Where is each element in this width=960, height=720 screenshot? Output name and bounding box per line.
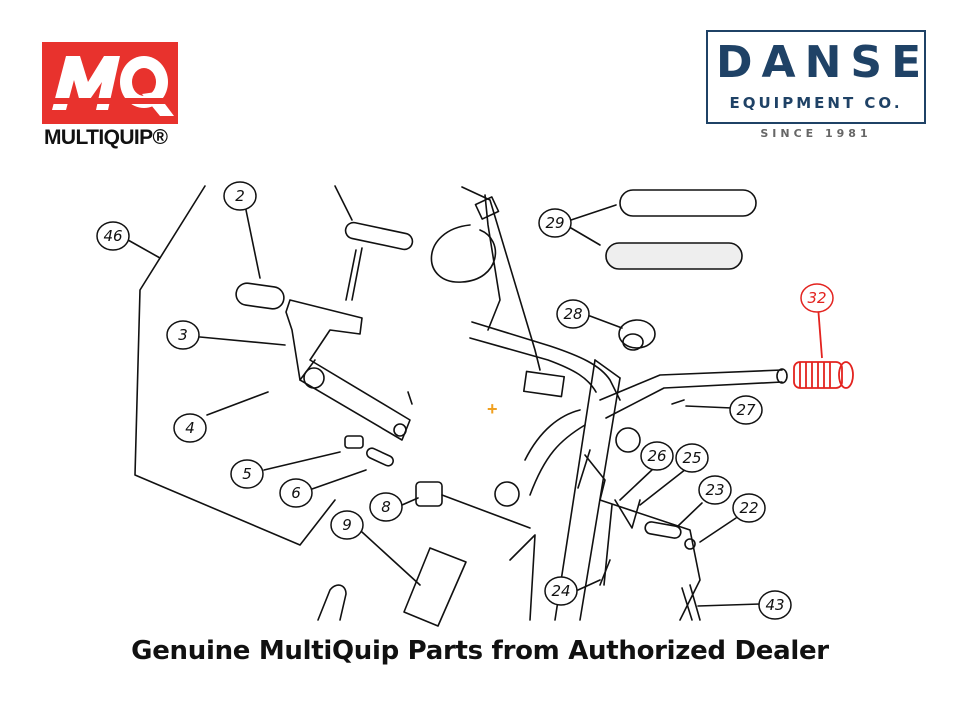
- callout-6: 6: [279, 478, 313, 508]
- callout-circle: [173, 413, 207, 443]
- callout-label: 43: [765, 596, 784, 614]
- callout-3: 3: [166, 320, 200, 350]
- callout-24: 24: [544, 576, 578, 606]
- callout-5: 5: [230, 459, 264, 489]
- callout-circle: [732, 493, 766, 523]
- callout-9: 9: [330, 510, 364, 540]
- callout-32: 32: [800, 283, 834, 313]
- highlighted-part-32: [793, 305, 854, 389]
- multiquip-wordmark: MULTIQUIP®: [44, 126, 168, 149]
- callout-label: 3: [178, 326, 188, 344]
- center-marker: +: [487, 399, 498, 419]
- callout-label: 28: [563, 305, 582, 323]
- callout-8: 8: [369, 492, 403, 522]
- footer-tagline: Genuine MultiQuip Parts from Authorized …: [131, 636, 829, 666]
- callout-circle: [369, 492, 403, 522]
- danse-logo-title: DANSE: [716, 37, 931, 88]
- callout-circle: [166, 320, 200, 350]
- callout-4: 4: [173, 413, 207, 443]
- callout-label: 22: [739, 499, 758, 517]
- callout-label: 46: [103, 227, 122, 245]
- callout-29: 29: [538, 208, 572, 238]
- callout-2: 2: [223, 181, 257, 211]
- callout-label: 26: [647, 447, 666, 465]
- callout-25: 25: [675, 443, 709, 473]
- callout-circle: [556, 299, 590, 329]
- callout-label: 2: [235, 187, 245, 205]
- callout-circle: [330, 510, 364, 540]
- callout-label: 23: [705, 481, 724, 499]
- callout-43: 43: [758, 590, 792, 620]
- multiquip-logo-mark: [42, 42, 178, 124]
- callout-26: 26: [640, 441, 674, 471]
- callout-circle: [279, 478, 313, 508]
- callout-circle: [758, 590, 792, 620]
- callout-label: 25: [682, 449, 701, 467]
- callout-28: 28: [556, 299, 590, 329]
- callout-label: 8: [381, 498, 391, 516]
- callout-label: 9: [342, 516, 352, 534]
- callout-label: 5: [242, 465, 252, 483]
- multiquip-logo: MULTIQUIP®: [42, 42, 182, 152]
- callout-label: 32: [807, 289, 826, 307]
- callout-circle: [96, 221, 130, 251]
- callout-circle: [223, 181, 257, 211]
- callout-label: 24: [551, 582, 570, 600]
- callout-label: 4: [185, 419, 195, 437]
- callout-label: 27: [736, 401, 756, 419]
- mq-mark-icon: [42, 56, 178, 116]
- callout-circle: [640, 441, 674, 471]
- danse-logo-box: DANSE EQUIPMENT CO.: [706, 30, 926, 124]
- callout-22: 22: [732, 493, 766, 523]
- callout-23: 23: [698, 475, 732, 505]
- callout-circle: [675, 443, 709, 473]
- callout-label: 29: [545, 214, 564, 232]
- callout-label: 6: [291, 484, 301, 502]
- danse-logo-subtitle: EQUIPMENT CO.: [729, 94, 903, 112]
- frame-plate: [134, 185, 336, 546]
- callout-circle: [538, 208, 572, 238]
- callout-27: 27: [729, 395, 763, 425]
- callout-circle: [230, 459, 264, 489]
- callout-circle: [544, 576, 578, 606]
- callout-circle: [800, 283, 834, 313]
- callout-circle: [698, 475, 732, 505]
- danse-logo-since: SINCE 1981: [760, 127, 872, 140]
- callout-circle: [729, 395, 763, 425]
- danse-logo: DANSE EQUIPMENT CO. SINCE 1981: [706, 30, 928, 150]
- callout-46: 46: [96, 221, 130, 251]
